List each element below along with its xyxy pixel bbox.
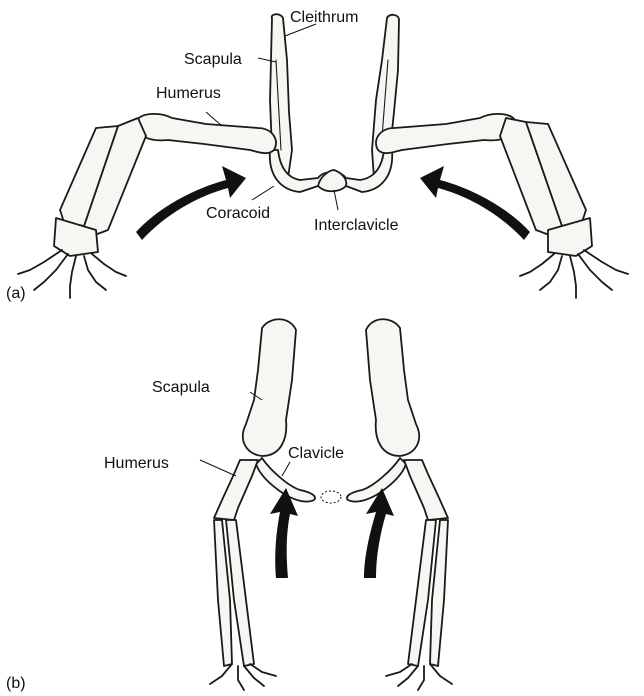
label-cleithrum: Cleithrum xyxy=(290,9,358,26)
label-humerus-a: Humerus xyxy=(156,85,221,102)
label-scapula-a: Scapula xyxy=(184,51,242,68)
right-foot-b xyxy=(386,664,452,690)
interclavicle-gap xyxy=(321,491,341,503)
right-rotation-arrow xyxy=(420,166,530,240)
left-humerus xyxy=(136,114,276,153)
right-forearm xyxy=(500,118,592,256)
label-coracoid: Coracoid xyxy=(206,205,270,222)
label-interclavicle: Interclavicle xyxy=(314,217,399,234)
left-rotation-arrow xyxy=(136,166,246,240)
interclavicle-bone xyxy=(318,170,346,191)
right-upward-arrow xyxy=(364,488,394,578)
right-humerus xyxy=(376,114,516,153)
panel-a-tag: (a) xyxy=(6,285,26,302)
right-clavicle xyxy=(347,458,406,502)
panel-b-tag: (b) xyxy=(6,675,26,692)
right-hand xyxy=(520,250,628,298)
right-scapula-b xyxy=(366,319,419,456)
left-hand xyxy=(18,250,126,298)
label-humerus-b: Humerus xyxy=(104,455,169,472)
right-humerus-b xyxy=(404,460,448,520)
label-clavicle: Clavicle xyxy=(288,445,344,462)
left-scapula-b xyxy=(243,319,296,456)
left-forearm xyxy=(54,118,146,256)
panel-b: Scapula Humerus Clavicle (b) xyxy=(6,319,452,692)
left-foot-b xyxy=(210,664,276,690)
panel-a: Cleithrum Scapula Humerus Coracoid Inter… xyxy=(6,9,628,302)
label-scapula-b: Scapula xyxy=(152,379,210,396)
left-upward-arrow xyxy=(270,488,298,578)
